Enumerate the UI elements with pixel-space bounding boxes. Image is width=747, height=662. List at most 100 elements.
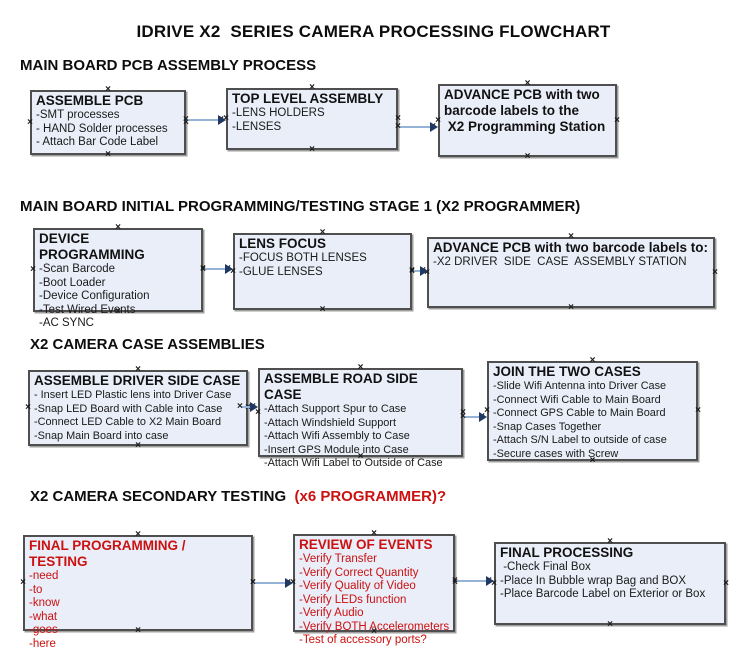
connection-handle-icon: ×: [319, 227, 326, 238]
connection-handle-icon: ×: [460, 406, 466, 418]
box-title: REVIEW OF EVENTS: [299, 537, 433, 552]
connection-handle-icon: ×: [135, 364, 141, 375]
box-item: -Verify BOTH Accelerometers: [299, 620, 450, 633]
box-item: -GLUE LENSES: [239, 265, 323, 278]
connection-handle-icon: ×: [395, 113, 401, 124]
box-item: -Secure cases with Screw: [493, 447, 619, 460]
connection-handle-icon: ×: [285, 577, 291, 588]
section-heading-case-assemblies: X2 CAMERA CASE ASSEMBLIES: [30, 336, 265, 353]
connection-handle-icon: ×: [250, 401, 256, 412]
connection-handle-icon: ×: [460, 411, 466, 422]
flow-box-assemble-road-side-case: ASSEMBLE ROAD SIDE CASE -Attach Support …: [255, 363, 466, 470]
connection-handle-icon: ×: [200, 264, 206, 275]
connection-handle-icon: ×: [25, 402, 31, 413]
box-item: -Snap Main Board into case: [34, 429, 169, 442]
connection-handle-icon: ×: [589, 455, 596, 466]
connection-handle-icon: ×: [524, 151, 531, 162]
connection-handle-icon: ×: [250, 577, 256, 588]
connection-handle-icon: ×: [309, 144, 315, 155]
box-item: -SMT processes: [36, 109, 120, 121]
box-title: DEVICE PROGRAMMING: [39, 231, 145, 262]
connection-handle-icon: ×: [484, 405, 490, 416]
section-heading-initial-programming: MAIN BOARD INITIAL PROGRAMMING/TESTING S…: [20, 198, 581, 215]
connection-handle-icon: ×: [105, 149, 111, 160]
connection-handle-icon: ×: [20, 577, 26, 588]
section-heading-programmer-question: (x6 PROGRAMMER)?: [294, 488, 447, 505]
connection-handle-icon: ×: [105, 84, 111, 95]
box-item: -Device Configuration: [39, 290, 150, 302]
box-item: -Connect GPS Cable to Main Board: [493, 407, 666, 419]
flow-box-advance-pcb-driver-side-station: ADVANCE PCB with two barcode labels to: …: [424, 232, 718, 313]
box-item: -Attach S/N Label to outside of case: [493, 434, 667, 446]
connection-handle-icon: ×: [183, 114, 189, 125]
connection-handle-icon: ×: [430, 121, 436, 132]
box-title: ASSEMBLE DRIVER SIDE CASE: [34, 373, 241, 388]
connection-handle-icon: ×: [589, 355, 596, 366]
connection-handle-icon: ×: [115, 306, 121, 317]
box-title: FINAL PROCESSING: [500, 545, 634, 560]
connection-handle-icon: ×: [568, 302, 574, 313]
box-item: - HAND Solder processes: [36, 122, 168, 135]
connection-handle-icon: ×: [183, 116, 189, 128]
box-item: -Attach Windshield Support: [264, 416, 396, 429]
box-item: -Verify Transfer: [299, 553, 377, 565]
flow-box-assemble-pcb: ASSEMBLE PCB -SMT processes - HAND Solde…: [27, 85, 189, 160]
connection-handle-icon: ×: [230, 265, 236, 277]
box-item: -Attach Support Spur to Case: [264, 403, 407, 415]
connection-handle-icon: ×: [309, 82, 315, 93]
box-item: -Connect LED Cable to X2 Main Board: [34, 416, 222, 428]
connection-handle-icon: ×: [568, 231, 574, 242]
connection-handle-icon: ×: [614, 114, 620, 126]
section-heading-secondary-testing: X2 CAMERA SECONDARY TESTING (x6 PROGRAMM…: [30, 488, 446, 505]
connection-handle-icon: ×: [395, 121, 401, 132]
box-item: -Slide Wifi Antenna into Driver Case: [493, 380, 667, 392]
box-title: FINAL PROGRAMMING / TESTING: [29, 538, 190, 569]
box-item: -here: [29, 637, 56, 650]
flow-box-lens-focus: LENS FOCUS -FOCUS BOTH LENSES -GLUE LENS…: [230, 228, 415, 315]
box-item: -Test Wired Events: [39, 303, 136, 316]
connection-handle-icon: ×: [695, 405, 701, 416]
connection-handle-icon: ×: [237, 401, 243, 412]
connection-handle-icon: ×: [135, 529, 141, 540]
connection-handle-icon: ×: [135, 625, 141, 636]
box-item: -to: [29, 583, 43, 596]
box-title: ADVANCE PCB with two barcode labels to:: [433, 240, 709, 255]
box-item: -know: [29, 597, 60, 609]
box-title: ASSEMBLE ROAD SIDE CASE: [264, 371, 422, 402]
flow-box-device-programming: DEVICE PROGRAMMING -Scan Barcode -Boot L…: [30, 223, 206, 330]
connection-handle-icon: ×: [371, 528, 377, 539]
connection-handle-icon: ×: [357, 451, 364, 462]
connection-handle-icon: ×: [712, 266, 718, 278]
box-item: -X2 DRIVER SIDE CASE ASSEMBLY STATION: [433, 256, 687, 268]
box-item: -Check Final Box: [500, 561, 591, 573]
box-item: -AC SYNC: [39, 317, 94, 329]
page-title: IDRIVE X2 SERIES CAMERA PROCESSING FLOWC…: [136, 22, 611, 41]
connection-handle-icon: ×: [250, 577, 256, 588]
connection-handle-icon: ×: [452, 575, 458, 586]
box-item: -LENSES: [232, 120, 282, 133]
flow-box-top-level-assembly: TOP LEVEL ASSEMBLY -LENS HOLDERS -LENSES…: [223, 83, 401, 155]
connection-handle-icon: ×: [371, 626, 377, 637]
connection-handle-icon: ×: [409, 265, 415, 276]
box-item: -goes: [29, 624, 58, 636]
box-item: -Snap LED Board with Cable into Case: [34, 402, 223, 415]
flow-box-advance-pcb-programming-station: ADVANCE PCB with two barcode labels to t…: [435, 79, 620, 162]
box-item: -Place In Bubble wrap Bag and BOX: [500, 574, 687, 587]
flow-box-assemble-driver-side-case: ASSEMBLE DRIVER SIDE CASE - Insert LED P…: [25, 365, 251, 451]
connection-handle-icon: ×: [218, 114, 224, 125]
box-item: -Verify LEDs function: [299, 593, 407, 606]
box-title: TOP LEVEL ASSEMBLY: [232, 91, 384, 106]
section-heading-secondary-testing-text: X2 CAMERA SECONDARY TESTING: [30, 488, 295, 505]
box-title: ASSEMBLE PCB: [36, 93, 144, 108]
flow-box-final-programming-testing: FINAL PROGRAMMING / TESTING -need -to -k…: [20, 530, 256, 650]
connection-handle-icon: ×: [255, 406, 261, 418]
box-item: -Verify Audio: [299, 607, 364, 619]
box-item: -LENS HOLDERS: [232, 107, 325, 119]
box-item: -Place Barcode Label on Exterior or Box: [500, 588, 706, 600]
connection-handle-icon: ×: [319, 304, 326, 315]
box-item: -Insert GPS Module into Case: [264, 443, 409, 456]
connection-handle-icon: ×: [135, 440, 141, 451]
connection-handle-icon: ×: [357, 362, 364, 373]
flow-box-final-processing: FINAL PROCESSING -Check Final Box -Place…: [491, 537, 729, 630]
